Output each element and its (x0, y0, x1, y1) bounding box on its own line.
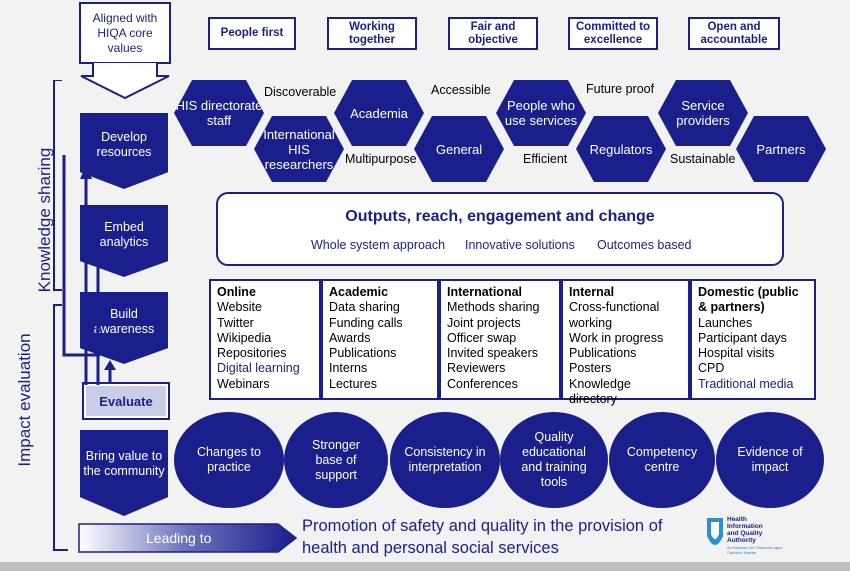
outputs-item-outcomes: Outcomes based (597, 238, 692, 252)
outputs-box: Outputs, reach, engagement and change Wh… (216, 192, 784, 266)
channel-item: Posters (569, 361, 612, 376)
keyword-efficient: Efficient (523, 152, 568, 166)
keyword-discoverable: Discoverable (264, 85, 337, 99)
channel-item: Publications (329, 346, 397, 361)
channel-item: Interns (329, 361, 368, 376)
hex-general: General (414, 116, 504, 182)
logo-line3: and Quality (727, 530, 763, 537)
keyword-sustainable: Sustainable (670, 152, 736, 166)
channel-item: Publications (569, 346, 637, 361)
leading-to-arrow-shape (78, 523, 298, 553)
channel-item: Lectures (329, 376, 377, 391)
channel-item: Wikipedia (217, 330, 272, 345)
hex-partners: Partners (736, 116, 826, 182)
channel-item: Work in progress (569, 330, 664, 345)
channel-heading: International (447, 285, 523, 299)
channel-item: Reviewers (447, 361, 506, 376)
channel-item: Webinars (217, 376, 270, 391)
channel-item: Conferences (447, 376, 518, 391)
value-committed-to-excellence: Committed to excellence (568, 17, 658, 50)
hex-regulators: Regulators (576, 116, 666, 182)
stage-build-awareness: Build awareness (80, 292, 168, 364)
stage-embed-analytics: Embed analytics (80, 205, 168, 277)
channel-item: Twitter (217, 315, 254, 330)
logo-line4: Authority (727, 537, 756, 544)
core-values-box: Aligned with HIQA core values (79, 2, 171, 64)
channel-heading: Academic (329, 285, 389, 299)
channel-item: Awards (329, 330, 371, 345)
channel-internal: Internal Cross-functional working Work i… (561, 279, 690, 406)
channel-international: International Methods sharing Joint proj… (439, 279, 561, 400)
leading-to-label: Leading to (146, 530, 212, 546)
keyword-multipurpose: Multipurpose (345, 152, 417, 166)
channel-item: Knowledge directory (569, 376, 631, 407)
logo-line1: Health (727, 516, 747, 523)
channel-item: Joint projects (447, 315, 521, 330)
channel-item: Cross-functional working (569, 300, 660, 330)
channel-item: Digital learning (217, 361, 300, 376)
stage-develop-resources: Develop resources (80, 113, 168, 189)
hex-academia: Academia (334, 80, 424, 146)
hex-his-directorate-staff: HIS directorate staff (174, 80, 264, 146)
label-knowledge-sharing: Knowledge sharing (35, 147, 54, 293)
outputs-item-innovative: Innovative solutions (465, 238, 575, 252)
outcome-consistency: Consistency in interpretation (390, 412, 500, 508)
feedback-arrows (62, 155, 100, 385)
promotion-text: Promotion of safety and quality in the p… (302, 517, 663, 557)
hiqa-logo: Health Information and Quality Authority… (705, 514, 785, 560)
stage-bring-value: Bring value to the community (80, 430, 168, 516)
channel-item: Launches (698, 315, 753, 330)
hiqa-logo-mark (707, 518, 723, 545)
logo-irish: An tÚdarás Um Fhaisnéis agus Cáilíocht S… (727, 545, 783, 555)
outcome-competency-centre: Competency centre (609, 412, 715, 508)
hex-people-who-use-services: People who use services (496, 80, 586, 146)
value-fair-and-objective: Fair and objective (448, 17, 538, 50)
channel-item: Traditional media (698, 376, 794, 391)
channel-item: Funding calls (329, 315, 403, 330)
outcome-evidence-of-impact: Evidence of impact (716, 412, 824, 508)
outcome-changes-to-practice: Changes to practice (174, 412, 284, 508)
hex-international-his-researchers: International HIS researchers (254, 116, 344, 182)
side-brackets (53, 80, 68, 551)
value-working-together: Working together (327, 17, 417, 50)
evaluate-arrow (104, 360, 116, 384)
logo-line2: Information (727, 523, 763, 530)
outputs-item-whole-system: Whole system approach (311, 238, 446, 252)
channel-item: Website (217, 300, 262, 315)
channel-item: Officer swap (447, 330, 517, 345)
channel-item: Participant days (698, 330, 787, 345)
channel-item: Data sharing (329, 300, 400, 315)
channel-heading: Domestic (public & partners) (698, 285, 799, 315)
outcome-quality-tools: Quality educational and training tools (500, 412, 608, 508)
value-people-first: People first (208, 17, 296, 50)
bottom-bar (0, 562, 850, 571)
value-open-and-accountable: Open and accountable (688, 17, 780, 50)
channel-item: Methods sharing (447, 300, 540, 315)
outcome-stronger-base: Stronger base of support (284, 412, 388, 508)
outputs-title: Outputs, reach, engagement and change (345, 208, 655, 225)
stage-evaluate: Evaluate (82, 382, 170, 420)
channel-item: Invited speakers (447, 346, 539, 361)
core-values-arrow (80, 62, 170, 100)
channel-item: Repositories (217, 346, 287, 361)
label-impact-evaluation: Impact evaluation (15, 333, 34, 467)
keyword-accessible: Accessible (431, 83, 491, 97)
channel-academic: Academic Data sharing Funding calls Awar… (321, 279, 439, 400)
channel-heading: Online (217, 285, 256, 299)
keyword-future-proof: Future proof (586, 82, 655, 96)
channel-domestic: Domestic (public & partners) Launches Pa… (690, 279, 816, 400)
hex-service-providers: Service providers (658, 80, 748, 146)
channel-online: Online Website Twitter Wikipedia Reposit… (209, 279, 321, 400)
channel-heading: Internal (569, 285, 615, 299)
channel-item: Hospital visits (698, 346, 775, 361)
channel-item: CPD (698, 361, 725, 376)
